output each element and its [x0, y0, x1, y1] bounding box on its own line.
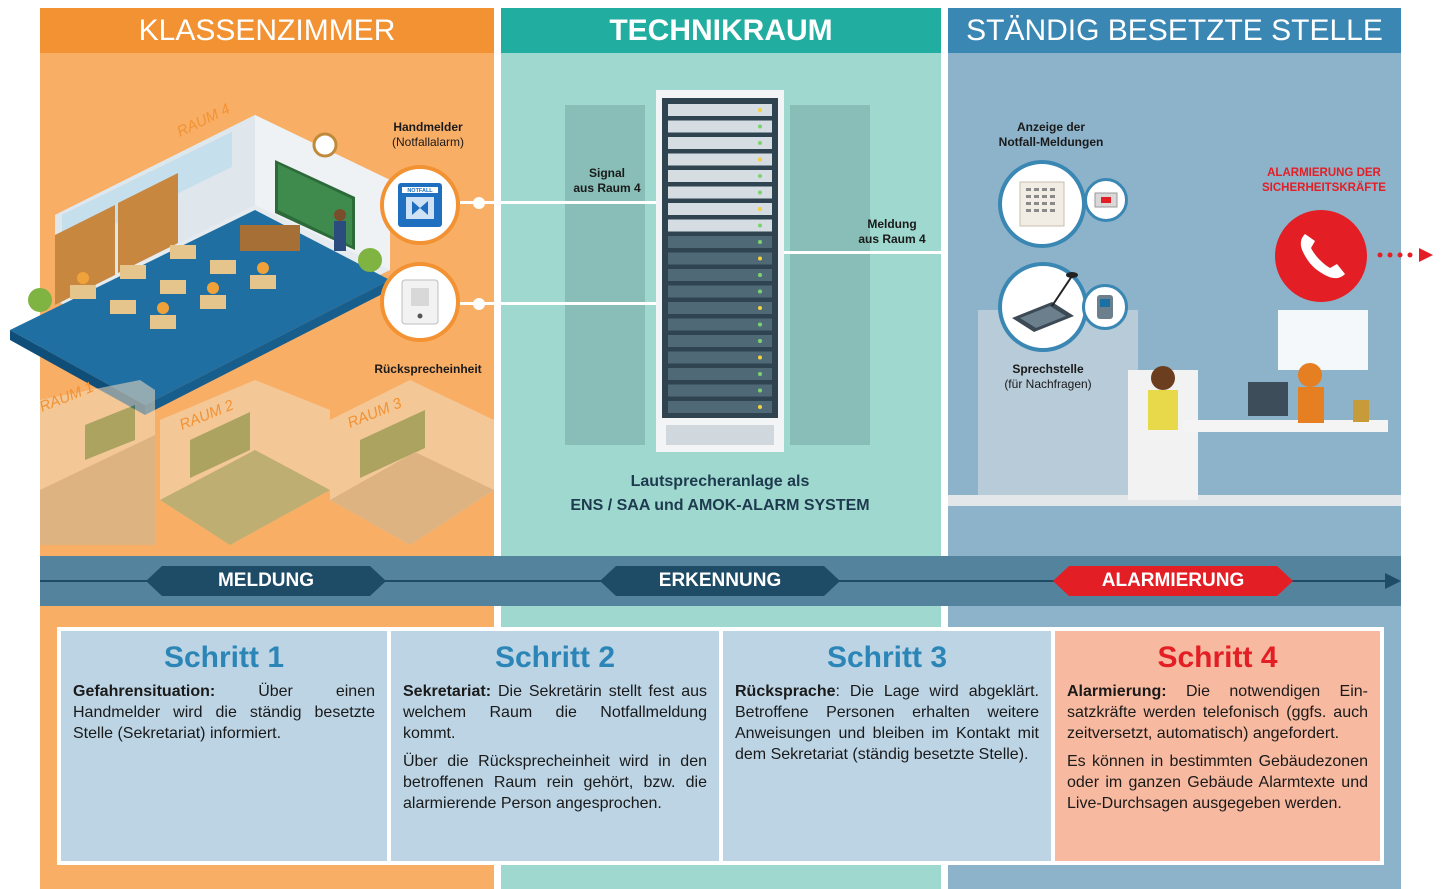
rack-unit [668, 186, 772, 199]
dotted-arrow [1377, 248, 1433, 262]
svg-text:NOTFALL: NOTFALL [407, 188, 433, 194]
rack-unit [668, 104, 772, 116]
emergency-button-icon: NOTFALL [398, 183, 442, 227]
rack-led [758, 289, 762, 294]
rack-unit [668, 170, 772, 182]
rack-led [758, 388, 762, 393]
rack-led [758, 190, 762, 195]
step-text: Die Sekretärin stellt fest aus welchem R… [403, 683, 707, 742]
rack-led [758, 355, 762, 360]
rack-led [758, 108, 762, 112]
rack-led [758, 273, 762, 277]
connector-dot [473, 197, 485, 209]
sprechstelle-detail [1082, 284, 1128, 330]
rack-unit [668, 351, 772, 364]
microphone-icon [1012, 272, 1078, 332]
step-1: Schritt 1 Gefahrensituation: Über einen … [61, 631, 387, 861]
phase-erkennung: ERKENNUNG [600, 566, 840, 596]
step-3: Schritt 3 Rücksprache: Die Lage wird abg… [723, 631, 1051, 861]
anzeige-device[interactable] [998, 160, 1086, 248]
rack-unit [668, 236, 772, 248]
sprechstelle-device[interactable] [998, 262, 1088, 352]
step-title: Schritt 4 [1157, 641, 1278, 674]
rack-unit [668, 203, 772, 215]
timeline-arrow [1385, 573, 1401, 589]
step-text: : Die Lage wird abge­klärt. Betroffene P… [735, 683, 1039, 763]
rack-unit [668, 285, 772, 298]
connector-ruecksprech-rack [460, 302, 658, 305]
step-title: Schritt 3 [826, 641, 948, 674]
intercom-icon [401, 279, 439, 325]
anzeige-detail [1084, 178, 1128, 222]
display-panel-icon [1019, 181, 1065, 227]
step-4: Schritt 4 Alarmierung: Die notwendigen E… [1055, 631, 1380, 861]
steps-panel: Schritt 1 Gefahrensituation: Über einen … [57, 627, 1384, 865]
rack-unit [668, 401, 772, 413]
rack-unit [668, 335, 772, 347]
sprechstelle-label: Sprechstelle(für Nachfragen) [1004, 362, 1092, 391]
rack-unit [668, 120, 772, 133]
process-timeline: MELDUNG ERKENNUNG ALARMIERUNG [40, 556, 1401, 606]
rack-led [758, 256, 762, 261]
classrooms-raum1-3-illustration: RAUM 1 RAUM 2 RAUM 3 [40, 380, 494, 545]
rack-unit [668, 269, 772, 281]
step-text-2: Es können in bestimmten Gebäu­dezonen od… [1067, 753, 1368, 812]
rack-led [758, 223, 762, 228]
step-text-2: Über die Rücksprecheinheit wird in den b… [403, 753, 707, 812]
office-illustration [948, 310, 1401, 506]
step-text: Die notwendigen Ein­satzkräfte werden te… [1067, 683, 1368, 742]
step-title: Schritt 2 [494, 641, 616, 674]
handmelder-label: Handmelder(Notfallalarm) [391, 120, 464, 149]
handset-icon [1097, 295, 1113, 319]
rack-led [758, 339, 762, 343]
connector-handmelder-rack [460, 201, 658, 204]
rack-led [758, 124, 762, 129]
rack-unit [668, 219, 772, 232]
rack-unit [668, 384, 772, 397]
rack-led [758, 306, 762, 310]
step-key: Sekretariat: [403, 683, 492, 700]
connector-dot [473, 298, 485, 310]
rack-led [758, 372, 762, 376]
server-rack-icon [656, 90, 784, 452]
step-key: Rücksprache [735, 683, 836, 700]
column-title-technikraum: TECHNIKRAUM [501, 8, 941, 53]
phone-icon [1300, 234, 1345, 279]
step-key: Alarmierung: [1067, 683, 1167, 700]
step-title: Schritt 1 [163, 641, 285, 674]
rack-unit [668, 137, 772, 149]
rack-unit [668, 368, 772, 380]
rack-led [758, 141, 762, 145]
rack-led [758, 322, 762, 327]
ruecksprecheinheit-label: Rücksprecheinheit [374, 362, 482, 376]
step-2: Schritt 2 Sekretariat: Die Sekretärin st… [391, 631, 719, 861]
rack-led [758, 240, 762, 244]
step-key: Gefahrensituation: [73, 683, 216, 700]
phase-meldung: MELDUNG [146, 566, 386, 596]
phase-alarmierung: ALARMIERUNG [1053, 566, 1293, 596]
indicator-icon [1094, 192, 1118, 208]
handmelder-device[interactable]: NOTFALL [380, 165, 460, 245]
rack-led [758, 207, 762, 211]
rack-unit [668, 153, 772, 166]
classroom-raum4-illustration: RAUM 4 [10, 100, 390, 415]
rack-unit [668, 318, 772, 331]
background-racks [565, 105, 870, 445]
rack-unit [668, 302, 772, 314]
ruecksprecheinheit-device[interactable] [380, 262, 460, 342]
phone-button[interactable] [1275, 210, 1367, 302]
column-title-klassenzimmer: KLASSENZIMMER [40, 8, 494, 53]
rack-led [758, 157, 762, 162]
column-title-stelle: STÄNDIG BESETZTE STELLE [948, 8, 1401, 53]
rack-led [758, 405, 762, 409]
rack-led [758, 174, 762, 178]
rack-unit [668, 252, 772, 265]
step-text: Über einen Handmelder wird die ständig b… [73, 683, 375, 742]
connector-rack-stelle [782, 251, 964, 254]
